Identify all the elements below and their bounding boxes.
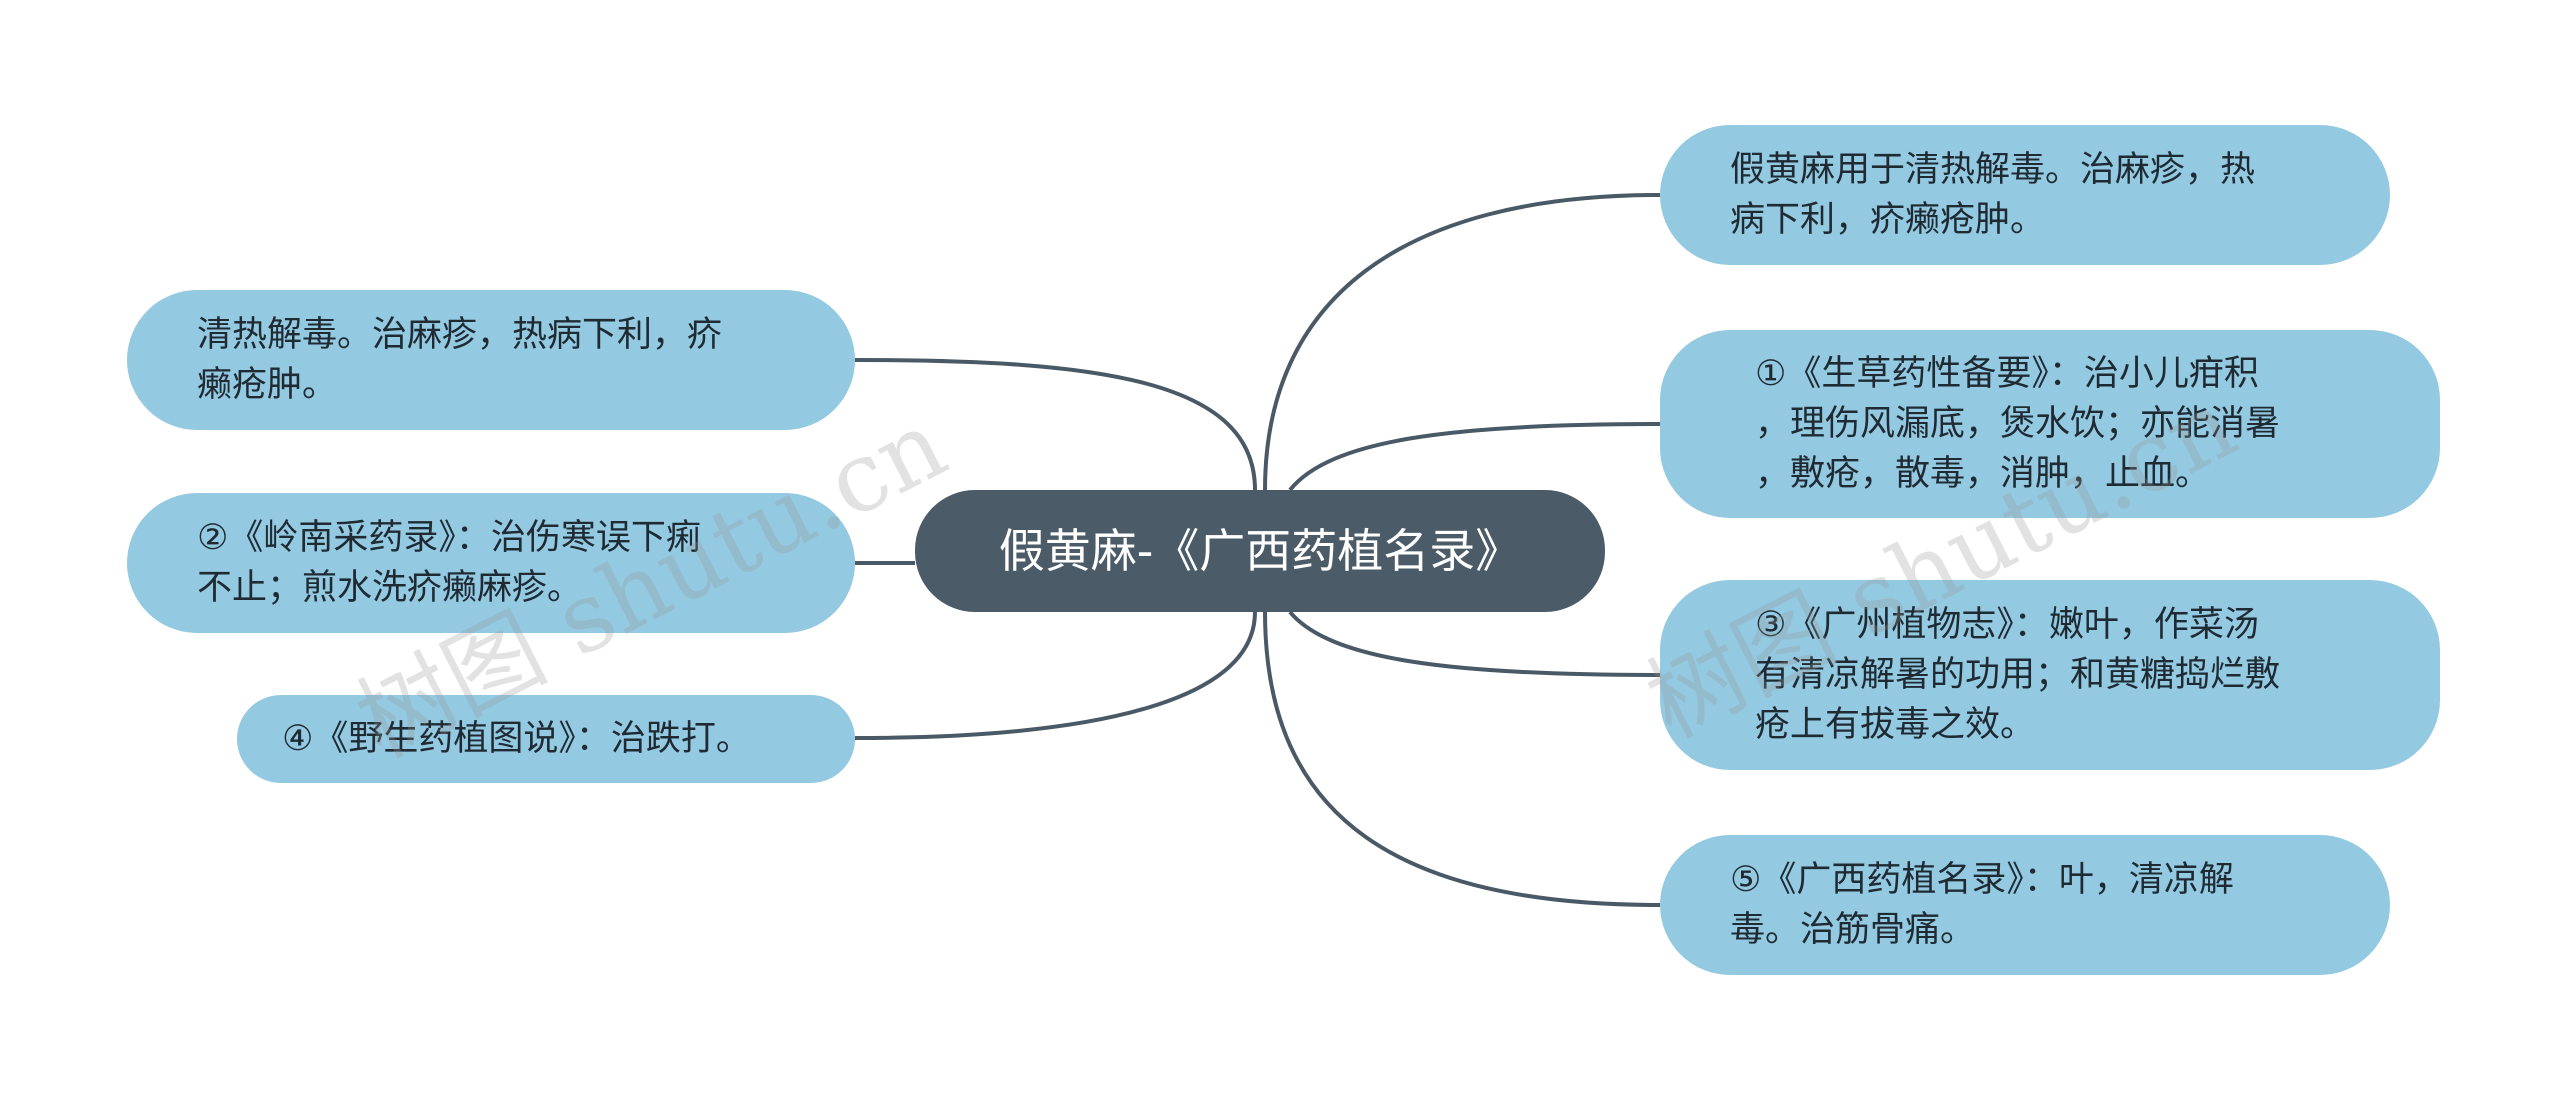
- topic-node-right-2[interactable]: ①《生草药性备要》：治小儿疳积 ，理伤风漏底，煲水饮；亦能消暑 ，敷疮，散毒，消…: [1660, 330, 2440, 518]
- connector-right-4: [1263, 611, 1661, 907]
- topic-node-left-1[interactable]: 清热解毒。治麻疹，热病下利，疥 癞疮肿。: [127, 290, 855, 430]
- topic-node-right-3[interactable]: ③《广州植物志》：嫩叶，作菜汤 有清凉解暑的功用；和黄糖捣烂敷 疮上有拔毒之效。: [1660, 580, 2440, 770]
- central-topic-label: 假黄麻-《广西药植名录》: [998, 524, 1522, 578]
- connector-left-3: [854, 611, 1257, 740]
- topic-text: ②《岭南采药录》：治伤寒误下痢 不止；煎水洗疥癞麻疹。: [197, 518, 701, 608]
- topic-text: 假黄麻用于清热解毒。治麻疹，热 病下利，疥癞疮肿。: [1730, 150, 2256, 240]
- topic-node-right-1[interactable]: 假黄麻用于清热解毒。治麻疹，热 病下利，疥癞疮肿。: [1660, 125, 2390, 265]
- topic-text: ①《生草药性备要》：治小儿疳积 ，理伤风漏底，煲水饮；亦能消暑 ，敷疮，散毒，消…: [1755, 354, 2281, 494]
- central-topic[interactable]: 假黄麻-《广西药植名录》: [915, 490, 1605, 612]
- topic-text: ③《广州植物志》：嫩叶，作菜汤 有清凉解暑的功用；和黄糖捣烂敷 疮上有拔毒之效。: [1755, 605, 2281, 745]
- topic-text: 清热解毒。治麻疹，热病下利，疥 癞疮肿。: [197, 315, 723, 405]
- topic-node-right-4[interactable]: ⑤《广西药植名录》：叶，清凉解 毒。治筋骨痛。: [1660, 835, 2390, 975]
- connector-right-1: [1263, 193, 1661, 491]
- topic-text: ④《野生药植图说》：治跌打。: [282, 719, 751, 759]
- connector-left-1: [854, 358, 1257, 491]
- topic-text: ⑤《广西药植名录》：叶，清凉解 毒。治筋骨痛。: [1730, 860, 2234, 950]
- connector-right-2: [1288, 422, 1661, 492]
- topic-node-left-3[interactable]: ④《野生药植图说》：治跌打。: [237, 695, 855, 783]
- topic-node-left-2[interactable]: ②《岭南采药录》：治伤寒误下痢 不止；煎水洗疥癞麻疹。: [127, 493, 855, 633]
- connector-right-3: [1288, 610, 1661, 677]
